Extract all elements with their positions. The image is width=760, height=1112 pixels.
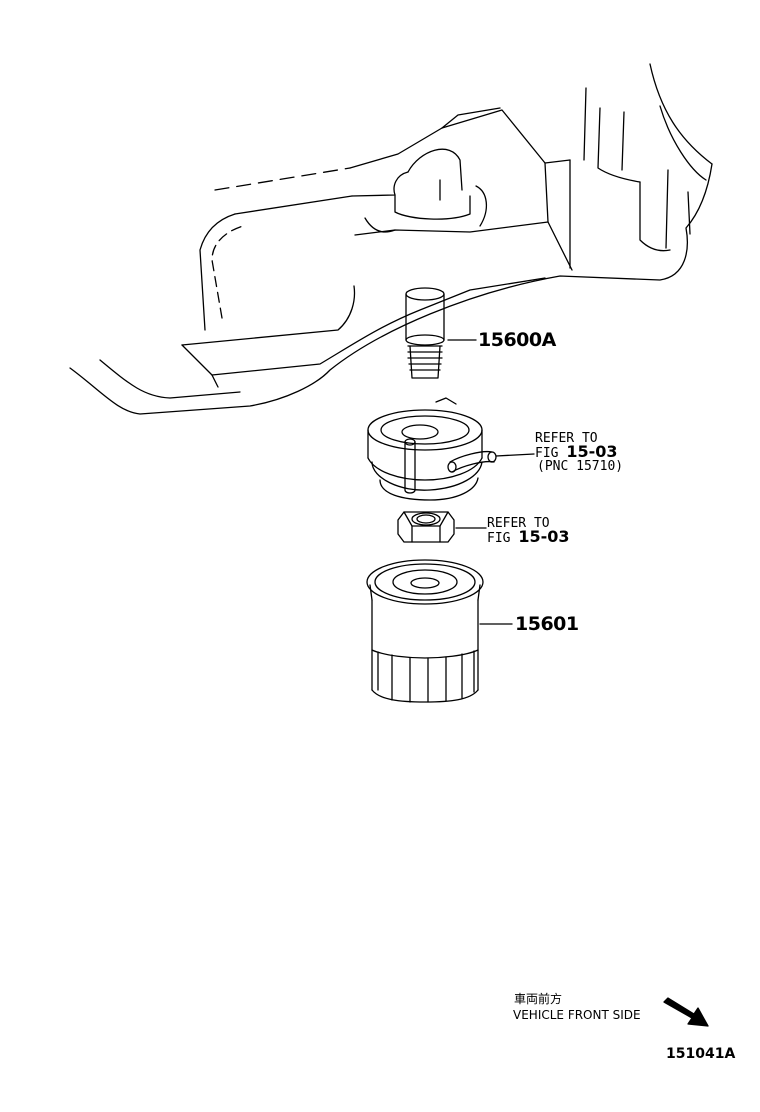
figure-id: 151041A bbox=[666, 1046, 736, 1062]
refer-note-pnc: (PNC 15710) bbox=[537, 459, 624, 474]
engine-housing-drawing bbox=[69, 63, 713, 415]
union-stud-part bbox=[405, 287, 477, 379]
fig-number: 15-03 bbox=[566, 442, 618, 461]
vehicle-front-japanese: 車両前方 bbox=[514, 992, 563, 1006]
refer-note-fig: FIG 15-03 bbox=[487, 527, 570, 546]
vehicle-front-arrow-icon bbox=[663, 997, 709, 1027]
hex-nut-part bbox=[397, 511, 487, 543]
refer-note-line: REFER TO bbox=[487, 516, 550, 531]
oil-cooler-part bbox=[367, 397, 535, 501]
vehicle-front-english: VEHICLE FRONT SIDE bbox=[513, 1008, 641, 1022]
fig-number: 15-03 bbox=[518, 527, 570, 546]
part-number-15601: 15601 bbox=[515, 613, 579, 635]
fig-prefix: FIG bbox=[487, 531, 511, 546]
refer-note-fig: FIG 15-03 bbox=[535, 442, 623, 461]
part-number-15600a: 15600A bbox=[478, 329, 556, 351]
refer-note-cooler: REFER TO FIG 15-03 (PNC 15710) bbox=[535, 432, 623, 473]
fig-prefix: FIG bbox=[535, 446, 559, 461]
oil-filter-part bbox=[366, 559, 513, 703]
refer-note-line: REFER TO bbox=[535, 431, 598, 446]
refer-note-nut: REFER TO FIG 15-03 bbox=[487, 517, 569, 545]
